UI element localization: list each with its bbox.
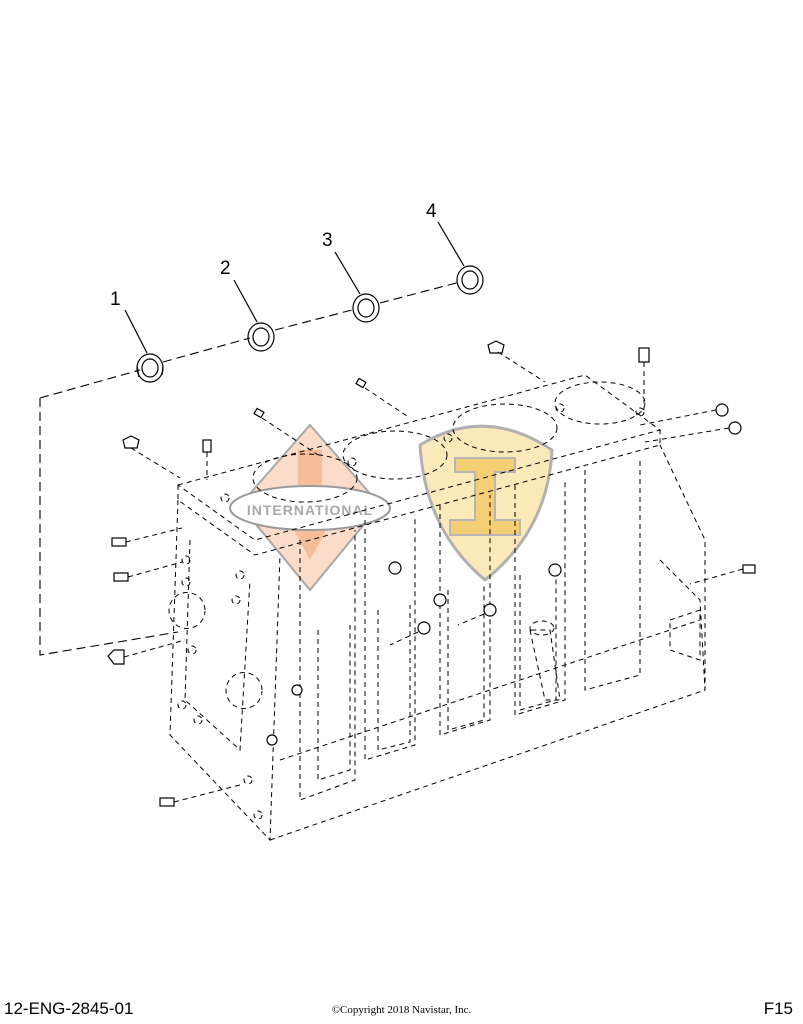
callout-2-label: 2 — [220, 258, 231, 279]
cam-bearing-1 — [124, 309, 164, 383]
cam-bearing-4 — [437, 221, 484, 295]
callout-3-label: 3 — [322, 230, 333, 251]
page-code: F15 — [763, 999, 793, 1018]
callout-4-label: 4 — [426, 201, 437, 222]
engine-block — [168, 374, 706, 842]
fasteners — [107, 340, 756, 807]
international-watermark-logo: INTERNATIONAL — [229, 423, 554, 592]
copyright-notice: ©Copyright 2018 Navistar, Inc. — [331, 1004, 472, 1016]
cam-bearing-3 — [334, 251, 380, 323]
callout-axis — [39, 281, 461, 656]
watermark-text: INTERNATIONAL — [247, 502, 373, 518]
cam-bearing-2 — [233, 279, 275, 352]
drawing-number: 12-ENG-2845-01 — [4, 999, 134, 1018]
callout-1-label: 1 — [110, 289, 121, 310]
